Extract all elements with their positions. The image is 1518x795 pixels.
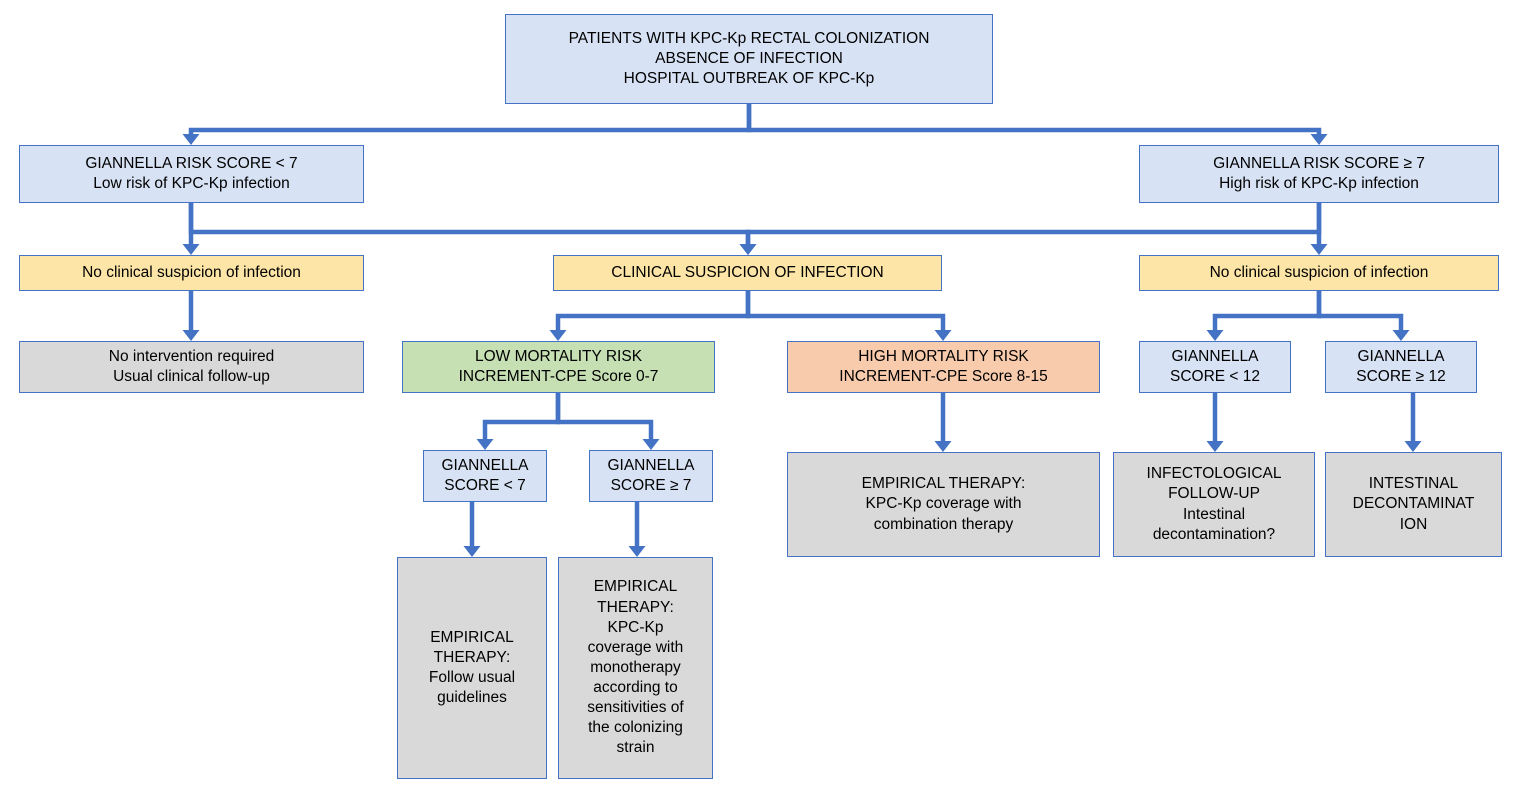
node-label: LOW MORTALITY RISK INCREMENT-CPE Score 0… (458, 347, 659, 385)
node-label: INTESTINAL DECONTAMINAT ION (1352, 475, 1475, 533)
connector-giannella-ge-12-to-intestinal (1404, 393, 1422, 452)
connector-giannella-low-to-clinical-suspicion (188, 203, 757, 255)
node-label: GIANNELLA SCORE ≥ 7 (607, 456, 695, 494)
node-giannella-score-ge-12: GIANNELLA SCORE ≥ 12 (1325, 341, 1477, 393)
node-label: HIGH MORTALITY RISK INCREMENT-CPE Score … (839, 347, 1048, 385)
node-giannella-risk-score-high: GIANNELLA RISK SCORE ≥ 7 High risk of KP… (1139, 145, 1499, 203)
connector-high-mortality-to-empirical-combination (934, 393, 952, 452)
node-empirical-therapy-monotherapy: EMPIRICAL THERAPY: KPC-Kp coverage with … (558, 557, 713, 779)
node-label: GIANNELLA SCORE < 7 (441, 456, 529, 494)
node-giannella-risk-score-low: GIANNELLA RISK SCORE < 7 Low risk of KPC… (19, 145, 364, 203)
connector-giannella-lt-12-to-infectological (1206, 393, 1224, 452)
node-high-mortality-risk: HIGH MORTALITY RISK INCREMENT-CPE Score … (787, 341, 1100, 393)
node-giannella-score-lt-12: GIANNELLA SCORE < 12 (1139, 341, 1291, 393)
connector-giannella-low-to-no-suspicion-left (182, 203, 200, 255)
node-label: No intervention required Usual clinical … (108, 347, 275, 385)
node-giannella-score-lt-7: GIANNELLA SCORE < 7 (423, 450, 547, 502)
connector-no-suspicion-left-to-no-intervention (182, 291, 200, 341)
node-no-intervention-required: No intervention required Usual clinical … (19, 341, 364, 393)
node-clinical-suspicion-of-infection: CLINICAL SUSPICION OF INFECTION (553, 255, 942, 291)
connector-low-mortality-to-giannella-ge-7 (555, 393, 660, 450)
node-empirical-therapy-combination: EMPIRICAL THERAPY: KPC-Kp coverage with … (787, 452, 1100, 557)
node-intestinal-decontamination: INTESTINAL DECONTAMINAT ION (1325, 452, 1502, 557)
node-label: EMPIRICAL THERAPY: KPC-Kp coverage with … (587, 578, 684, 757)
node-label: GIANNELLA RISK SCORE ≥ 7 High risk of KP… (1213, 154, 1425, 192)
connector-giannella-lt-7-to-empirical-guidelines (463, 502, 481, 557)
node-label: INFECTOLOGICAL FOLLOW-UP Intestinal deco… (1146, 465, 1282, 543)
connector-giannella-high-to-no-suspicion-right (1310, 203, 1328, 255)
node-label: GIANNELLA RISK SCORE < 7 Low risk of KPC… (85, 154, 298, 192)
node-giannella-score-ge-7: GIANNELLA SCORE ≥ 7 (589, 450, 713, 502)
connector-clinical-suspicion-to-low-mortality (549, 291, 751, 341)
node-label: PATIENTS WITH KPC-Kp RECTAL COLONIZATION… (568, 29, 930, 88)
connector-low-mortality-to-giannella-lt-7 (476, 393, 561, 450)
connector-giannella-high-to-clinical-suspicion (739, 203, 1322, 255)
node-patients-kpc-kp-rectal-colonization: PATIENTS WITH KPC-Kp RECTAL COLONIZATION… (505, 14, 993, 104)
connector-root-to-giannella-split (182, 104, 752, 145)
node-label: CLINICAL SUSPICION OF INFECTION (611, 263, 884, 281)
node-low-mortality-risk: LOW MORTALITY RISK INCREMENT-CPE Score 0… (402, 341, 715, 393)
connector-no-suspicion-right-to-giannella-lt-12 (1206, 291, 1322, 341)
node-label: GIANNELLA SCORE < 12 (1169, 347, 1261, 385)
node-no-clinical-suspicion-left: No clinical suspicion of infection (19, 255, 364, 291)
node-label: EMPIRICAL THERAPY: KPC-Kp coverage with … (861, 475, 1026, 533)
connector-root-to-giannella-high (746, 104, 1328, 145)
node-label: EMPIRICAL THERAPY: Follow usual guidelin… (428, 628, 516, 707)
node-no-clinical-suspicion-right: No clinical suspicion of infection (1139, 255, 1499, 291)
connector-no-suspicion-right-to-giannella-ge-12 (1316, 291, 1410, 341)
node-label: No clinical suspicion of infection (82, 263, 301, 281)
connector-giannella-ge-7-to-empirical-monotherapy (628, 502, 646, 557)
node-infectological-follow-up: INFECTOLOGICAL FOLLOW-UP Intestinal deco… (1113, 452, 1315, 557)
node-label: GIANNELLA SCORE ≥ 12 (1356, 347, 1446, 385)
node-label: No clinical suspicion of infection (1209, 263, 1429, 281)
connector-clinical-suspicion-to-high-mortality (745, 291, 952, 341)
node-empirical-therapy-follow-guidelines: EMPIRICAL THERAPY: Follow usual guidelin… (397, 557, 547, 779)
